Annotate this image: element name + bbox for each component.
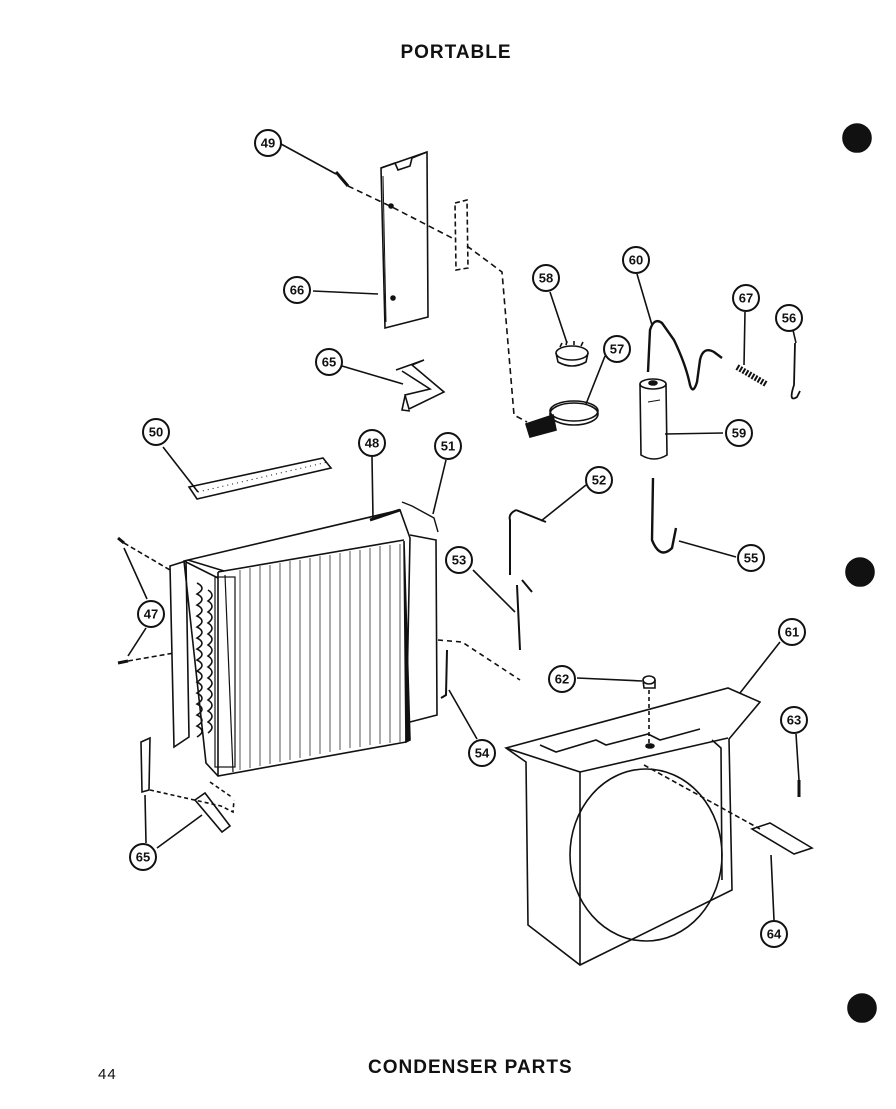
leader-61 bbox=[739, 641, 781, 694]
leader-52 bbox=[540, 484, 587, 522]
callout-label-47: 47 bbox=[144, 607, 158, 622]
callout-label-52: 52 bbox=[592, 473, 606, 488]
callout-label-51: 51 bbox=[441, 439, 455, 454]
leader-63 bbox=[795, 733, 800, 781]
leader-54 bbox=[448, 689, 478, 740]
callout-bubble-49 bbox=[254, 129, 282, 157]
callout-bubble-65-lower bbox=[129, 843, 157, 871]
bracket-plate-66 bbox=[380, 150, 429, 330]
callout-label-61: 61 bbox=[785, 625, 799, 640]
leader-57 bbox=[585, 355, 606, 405]
callout-label-62: 62 bbox=[555, 672, 569, 687]
callout-label-63: 63 bbox=[787, 713, 801, 728]
screw-49 bbox=[280, 143, 350, 187]
condenser-coil-48 bbox=[169, 501, 439, 777]
callout-label-54: 54 bbox=[475, 746, 490, 761]
bracket-64 bbox=[750, 822, 814, 855]
leader-60 bbox=[636, 273, 653, 326]
registration-dot-bottom bbox=[847, 993, 877, 1023]
callout-bubble-56 bbox=[775, 304, 803, 332]
capillary-tube-60 bbox=[646, 319, 723, 391]
tube-54 bbox=[440, 649, 448, 699]
callout-label-59: 59 bbox=[732, 426, 746, 441]
leader-dashed-64 bbox=[643, 764, 761, 830]
parts-65-lower bbox=[140, 736, 235, 834]
leader-50 bbox=[162, 446, 199, 493]
callout-bubble-67 bbox=[732, 284, 760, 312]
cap-62 bbox=[642, 675, 656, 749]
callout-bubble-52 bbox=[585, 466, 613, 494]
leader-65-lower-a bbox=[144, 794, 147, 844]
callout-bubble-58 bbox=[532, 264, 560, 292]
leader-47a bbox=[123, 547, 148, 600]
callout-label-66: 66 bbox=[290, 283, 304, 298]
page-number: 44 bbox=[98, 1066, 117, 1083]
callout-label-58: 58 bbox=[539, 271, 553, 286]
callout-label-56: 56 bbox=[782, 311, 796, 326]
page-caption: CONDENSER PARTS bbox=[368, 1057, 573, 1078]
leader-dashed-49 bbox=[347, 185, 528, 423]
callout-bubble-55 bbox=[737, 544, 765, 572]
leader-65-lower-b bbox=[156, 814, 203, 849]
leader-51 bbox=[432, 459, 447, 515]
accumulator-59 bbox=[639, 378, 668, 460]
leader-48 bbox=[371, 456, 374, 519]
callout-bubble-63 bbox=[780, 706, 808, 734]
callout-label-57: 57 bbox=[610, 342, 624, 357]
leader-65-upper bbox=[341, 365, 404, 385]
clamp-57 bbox=[525, 400, 599, 438]
leader-59 bbox=[664, 432, 724, 435]
leader-58 bbox=[549, 291, 568, 344]
leader-55 bbox=[678, 540, 737, 558]
callout-bubble-64 bbox=[760, 920, 788, 948]
leader-62 bbox=[576, 677, 643, 682]
fitting-58 bbox=[555, 340, 589, 367]
callout-bubble-50 bbox=[142, 418, 170, 446]
ghost-bracket-outline bbox=[454, 198, 469, 271]
callout-label-48: 48 bbox=[365, 436, 379, 451]
leader-66 bbox=[312, 290, 379, 295]
registration-dot-top bbox=[842, 123, 872, 153]
callout-label-49: 49 bbox=[261, 136, 275, 151]
registration-dot-middle bbox=[845, 557, 875, 587]
callout-label-64: 64 bbox=[767, 927, 782, 942]
leader-53 bbox=[472, 569, 516, 613]
callout-bubble-51 bbox=[434, 432, 462, 460]
callout-label-65-upper: 65 bbox=[322, 355, 336, 370]
callout-label-50: 50 bbox=[149, 425, 163, 440]
callout-bubble-54 bbox=[468, 739, 496, 767]
tube-53 bbox=[516, 579, 533, 651]
leader-56 bbox=[792, 329, 797, 344]
callout-label-67: 67 bbox=[739, 291, 753, 306]
leader-67 bbox=[743, 311, 746, 366]
callout-bubble-53 bbox=[445, 546, 473, 574]
clip-56 bbox=[790, 342, 801, 400]
callout-bubble-62 bbox=[548, 665, 576, 693]
fan-shroud-61 bbox=[504, 687, 762, 966]
bar-50 bbox=[187, 457, 333, 500]
leader-dashed-coil bbox=[437, 639, 521, 681]
callout-label-65-lower: 65 bbox=[136, 850, 150, 865]
page-title: PORTABLE bbox=[400, 42, 512, 63]
callout-bubble-57 bbox=[603, 335, 631, 363]
tube-52 bbox=[508, 509, 547, 575]
callout-bubble-48 bbox=[358, 429, 386, 457]
callout-bubble-59 bbox=[725, 419, 753, 447]
callout-bubble-65-upper bbox=[315, 348, 343, 376]
callout-bubble-47 bbox=[137, 600, 165, 628]
callout-label-60: 60 bbox=[629, 253, 643, 268]
tube-55 bbox=[650, 477, 678, 554]
leader-47b bbox=[127, 627, 147, 657]
leader-64 bbox=[770, 854, 775, 921]
bracket-65-upper bbox=[395, 359, 446, 412]
callout-label-55: 55 bbox=[744, 551, 758, 566]
callout-label-53: 53 bbox=[452, 553, 466, 568]
screws-47 bbox=[117, 536, 175, 665]
spring-67 bbox=[735, 364, 768, 387]
callout-bubble-66 bbox=[283, 276, 311, 304]
callout-bubble-60 bbox=[622, 246, 650, 274]
callout-bubble-61 bbox=[778, 618, 806, 646]
